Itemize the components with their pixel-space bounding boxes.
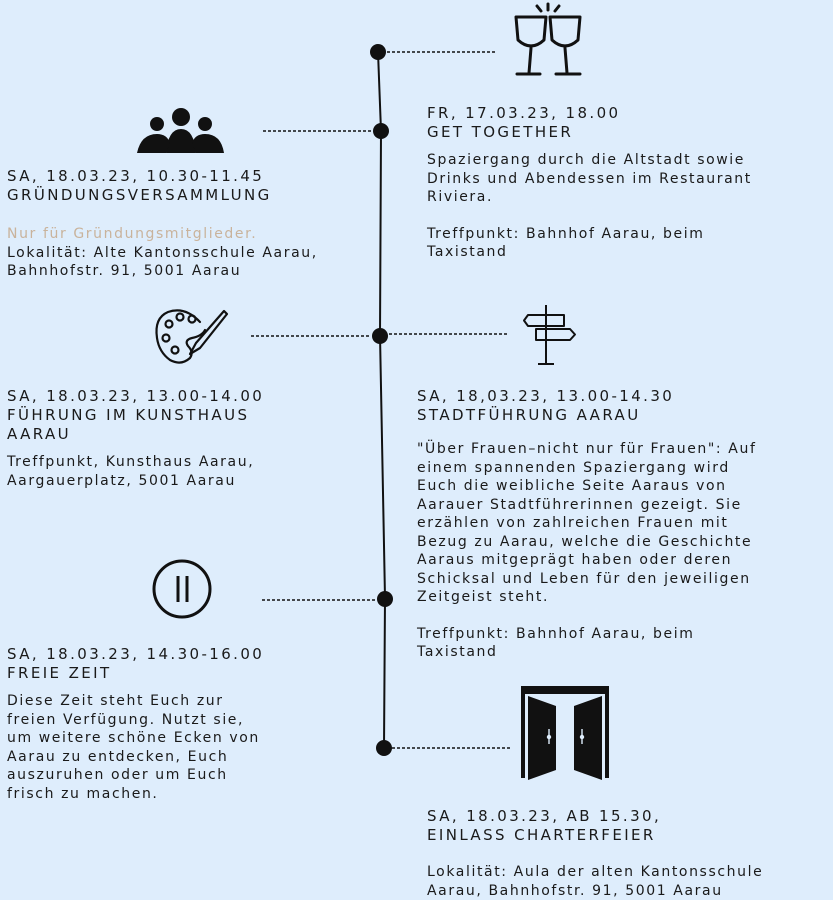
signpost-icon: [523, 305, 576, 365]
timeline-dot: [372, 328, 388, 344]
event-description: Diese Zeit steht Euch zur freien Verfügu…: [7, 693, 260, 802]
timeline-dot: [370, 44, 386, 60]
paint-palette-icon: [155, 309, 229, 364]
event-title: STADTFÜHRUNG AARAU: [417, 406, 641, 424]
event-meeting-point: Treffpunkt: Bahnhof Aarau, beim Taxistan…: [417, 625, 695, 661]
event-description: Lokalität: Aula der alten Kantonsschule …: [427, 864, 764, 899]
event-description: Spaziergang durch die Altstadt sowie Dri…: [427, 152, 752, 205]
event-description: Treffpunkt, Kunsthaus Aarau, Aargauerpla…: [7, 454, 255, 489]
event-note: Nur für Gründungsmitglieder.: [7, 226, 258, 242]
event-freie-zeit: SA, 18.03.23, 14.30-16.00 FREIE ZEIT Die…: [7, 645, 327, 803]
timeline-dot: [373, 123, 389, 139]
event-get-together: FR, 17.03.23, 18.00 GET TOGETHER Spazier…: [427, 104, 827, 262]
timeline-line: [377, 51, 387, 749]
event-date: SA, 18.03.23, AB 15.30,: [427, 807, 662, 825]
pause-icon: [152, 559, 212, 619]
event-description: Lokalität: Alte Kantonsschule Aarau, Bah…: [7, 244, 318, 280]
timeline-dot: [376, 740, 392, 756]
event-date: SA, 18.03.23, 14.30-16.00: [7, 645, 265, 663]
event-stadtfuehrung: SA, 18,03.23, 13.00-14.30 STADTFÜHRUNG A…: [417, 387, 827, 662]
wine-glasses-icon: [514, 2, 582, 76]
event-title: GRÜNDUNGSVERSAMMLUNG: [7, 186, 272, 204]
people-group-icon: [137, 108, 224, 153]
event-gruendungsversammlung: SA, 18.03.23, 10.30-11.45 GRÜNDUNGSVERSA…: [7, 167, 377, 281]
event-kunsthaus: SA, 18.03.23, 13.00-14.00 FÜHRUNG IM KUN…: [7, 387, 367, 490]
event-title: GET TOGETHER: [427, 123, 574, 141]
event-date: FR, 17.03.23, 18.00: [427, 104, 621, 122]
open-door-icon: [521, 686, 609, 780]
event-date: SA, 18.03.23, 13.00-14.00: [7, 387, 265, 405]
event-title: FREIE ZEIT: [7, 664, 112, 682]
event-date: SA, 18,03.23, 13.00-14.30: [417, 387, 675, 405]
event-charterfeier: SA, 18.03.23, AB 15.30, EINLASS CHARTERF…: [427, 807, 832, 900]
event-title: FÜHRUNG IM KUNSTHAUS AARAU: [7, 406, 250, 443]
event-date: SA, 18.03.23, 10.30-11.45: [7, 167, 265, 185]
timeline-dot: [377, 591, 393, 607]
event-title: EINLASS CHARTERFEIER: [427, 826, 656, 844]
event-meeting-point: Treffpunkt: Bahnhof Aarau, beim Taxistan…: [427, 225, 705, 261]
event-description: "Über Frauen–nicht nur für Frauen": Auf …: [417, 441, 757, 605]
